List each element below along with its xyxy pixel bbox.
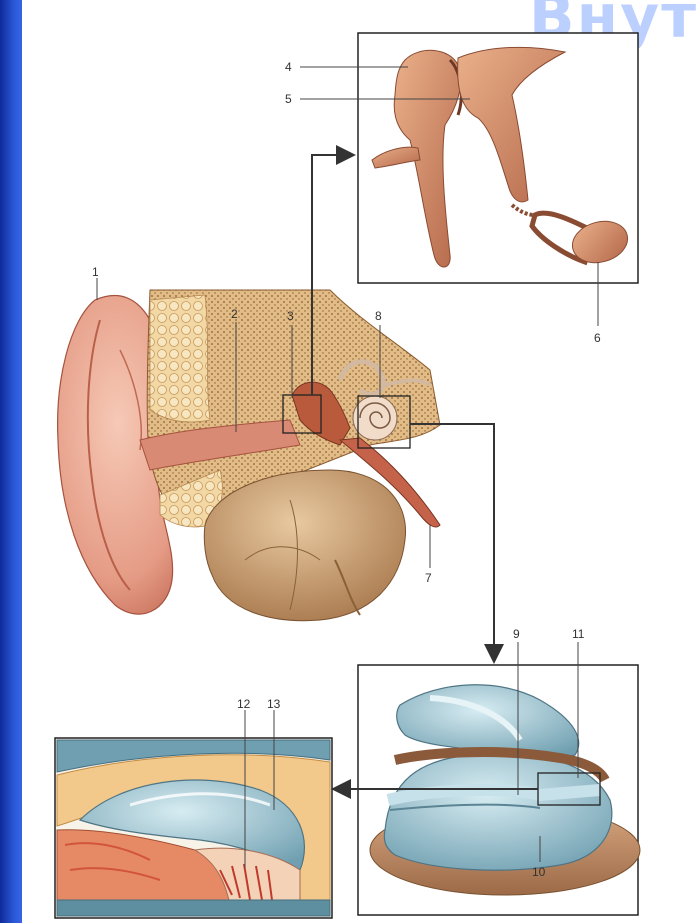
soft-tissue-mass [204,470,405,621]
label-11: 11 [572,627,585,641]
label-10: 10 [532,865,546,879]
label-12: 12 [237,697,251,711]
arrow-to-cochlea-inset [410,424,494,660]
label-13: 13 [267,697,281,711]
label-9: 9 [513,627,520,641]
label-1: 1 [92,265,99,279]
label-7: 7 [425,571,432,585]
mastoid-cells [150,295,210,422]
label-3: 3 [287,309,294,323]
label-5: 5 [285,92,292,106]
label-4: 4 [285,60,292,74]
label-2: 2 [231,307,238,321]
label-8: 8 [375,309,382,323]
label-6: 6 [594,331,601,345]
